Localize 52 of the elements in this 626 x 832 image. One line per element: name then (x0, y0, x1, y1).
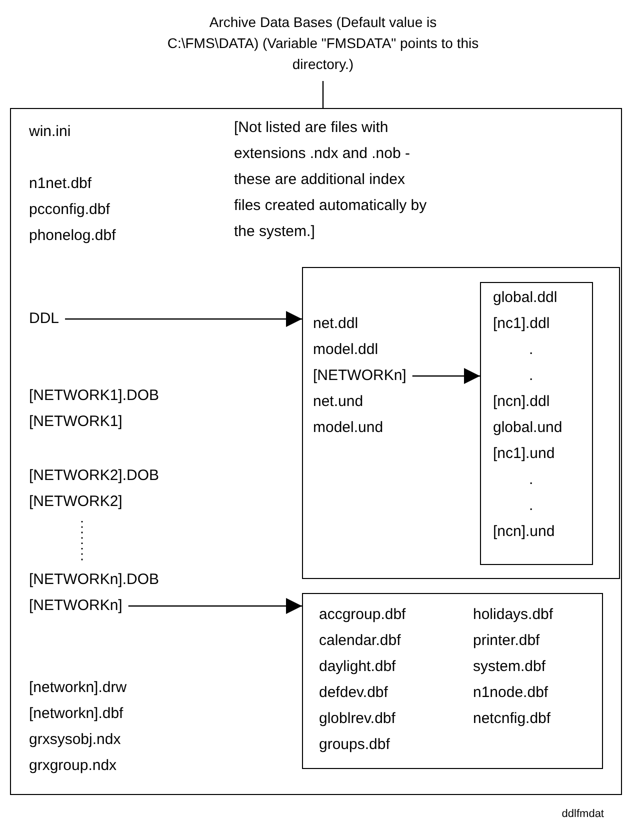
file-name: grxsysobj.ndx (29, 731, 121, 749)
directory-name: DDL (29, 310, 60, 328)
directory-box (10, 108, 622, 795)
ellipsis-dot: . (529, 471, 534, 489)
ellipsis-dot: . (529, 497, 534, 515)
file-name: net.und (313, 393, 364, 411)
arrow (412, 368, 480, 384)
file-name: globlrev.dbf (319, 710, 396, 728)
file-name: grxgroup.ndx (29, 757, 117, 775)
file-name: global.ddl (493, 289, 558, 307)
arrow (65, 311, 302, 327)
file-name: model.und (313, 419, 384, 437)
directory-box (480, 282, 593, 565)
file-name: [NETWORK2] (29, 493, 122, 511)
ellipsis-dot: . (529, 367, 534, 385)
file-name: n1node.dbf (473, 684, 548, 702)
file-name: netcnfig.dbf (473, 710, 551, 728)
file-name: global.und (493, 419, 562, 437)
directory-name: [NETWORKn] (313, 367, 406, 385)
file-name: system.dbf (473, 658, 546, 676)
file-name: daylight.dbf (319, 658, 396, 676)
ellipsis-dot: . (529, 341, 534, 359)
file-name: accgroup.dbf (319, 606, 406, 624)
directory-box (302, 593, 603, 769)
note-text: [Not listed are files with extensions .ndx and .nob - these are additional index files created automatically by the system.] (234, 118, 428, 242)
directory-name: [NETWORKn] (29, 597, 122, 615)
file-name: [NETWORKn].DOB (29, 571, 160, 589)
file-name: printer.dbf (473, 632, 540, 650)
file-name: phonelog.dbf (29, 227, 116, 245)
file-name: [nc1].ddl (493, 315, 550, 333)
file-name: [NETWORK2].DOB (29, 467, 160, 485)
title-text: Archive Data Bases (Default value is C:\FMS\DATA) (Variable "FMSDATA" points to this directory.) (163, 12, 483, 75)
file-name: [networkn].drw (29, 679, 127, 697)
file-name: net.ddl (313, 315, 358, 333)
file-name: [NETWORK1].DOB (29, 387, 160, 405)
file-name: model.ddl (313, 341, 378, 359)
file-name: pcconfig.dbf (29, 201, 110, 219)
file-name: [networkn].dbf (29, 705, 124, 723)
file-name: groups.dbf (319, 736, 390, 754)
directory-box (302, 267, 620, 579)
connector-line (322, 81, 324, 108)
file-name: [nc1].und (493, 445, 555, 463)
file-name: win.ini (29, 123, 71, 141)
file-name: [ncn].und (493, 523, 555, 541)
file-name: calendar.dbf (319, 632, 401, 650)
arrow (128, 598, 302, 614)
file-name: holidays.dbf (473, 606, 554, 624)
file-name: [NETWORK1] (29, 413, 122, 431)
file-name: n1net.dbf (29, 175, 92, 193)
file-name: [ncn].ddl (493, 393, 550, 411)
file-name: defdev.dbf (319, 684, 388, 702)
figure-id: ddlfmdat (562, 808, 604, 820)
